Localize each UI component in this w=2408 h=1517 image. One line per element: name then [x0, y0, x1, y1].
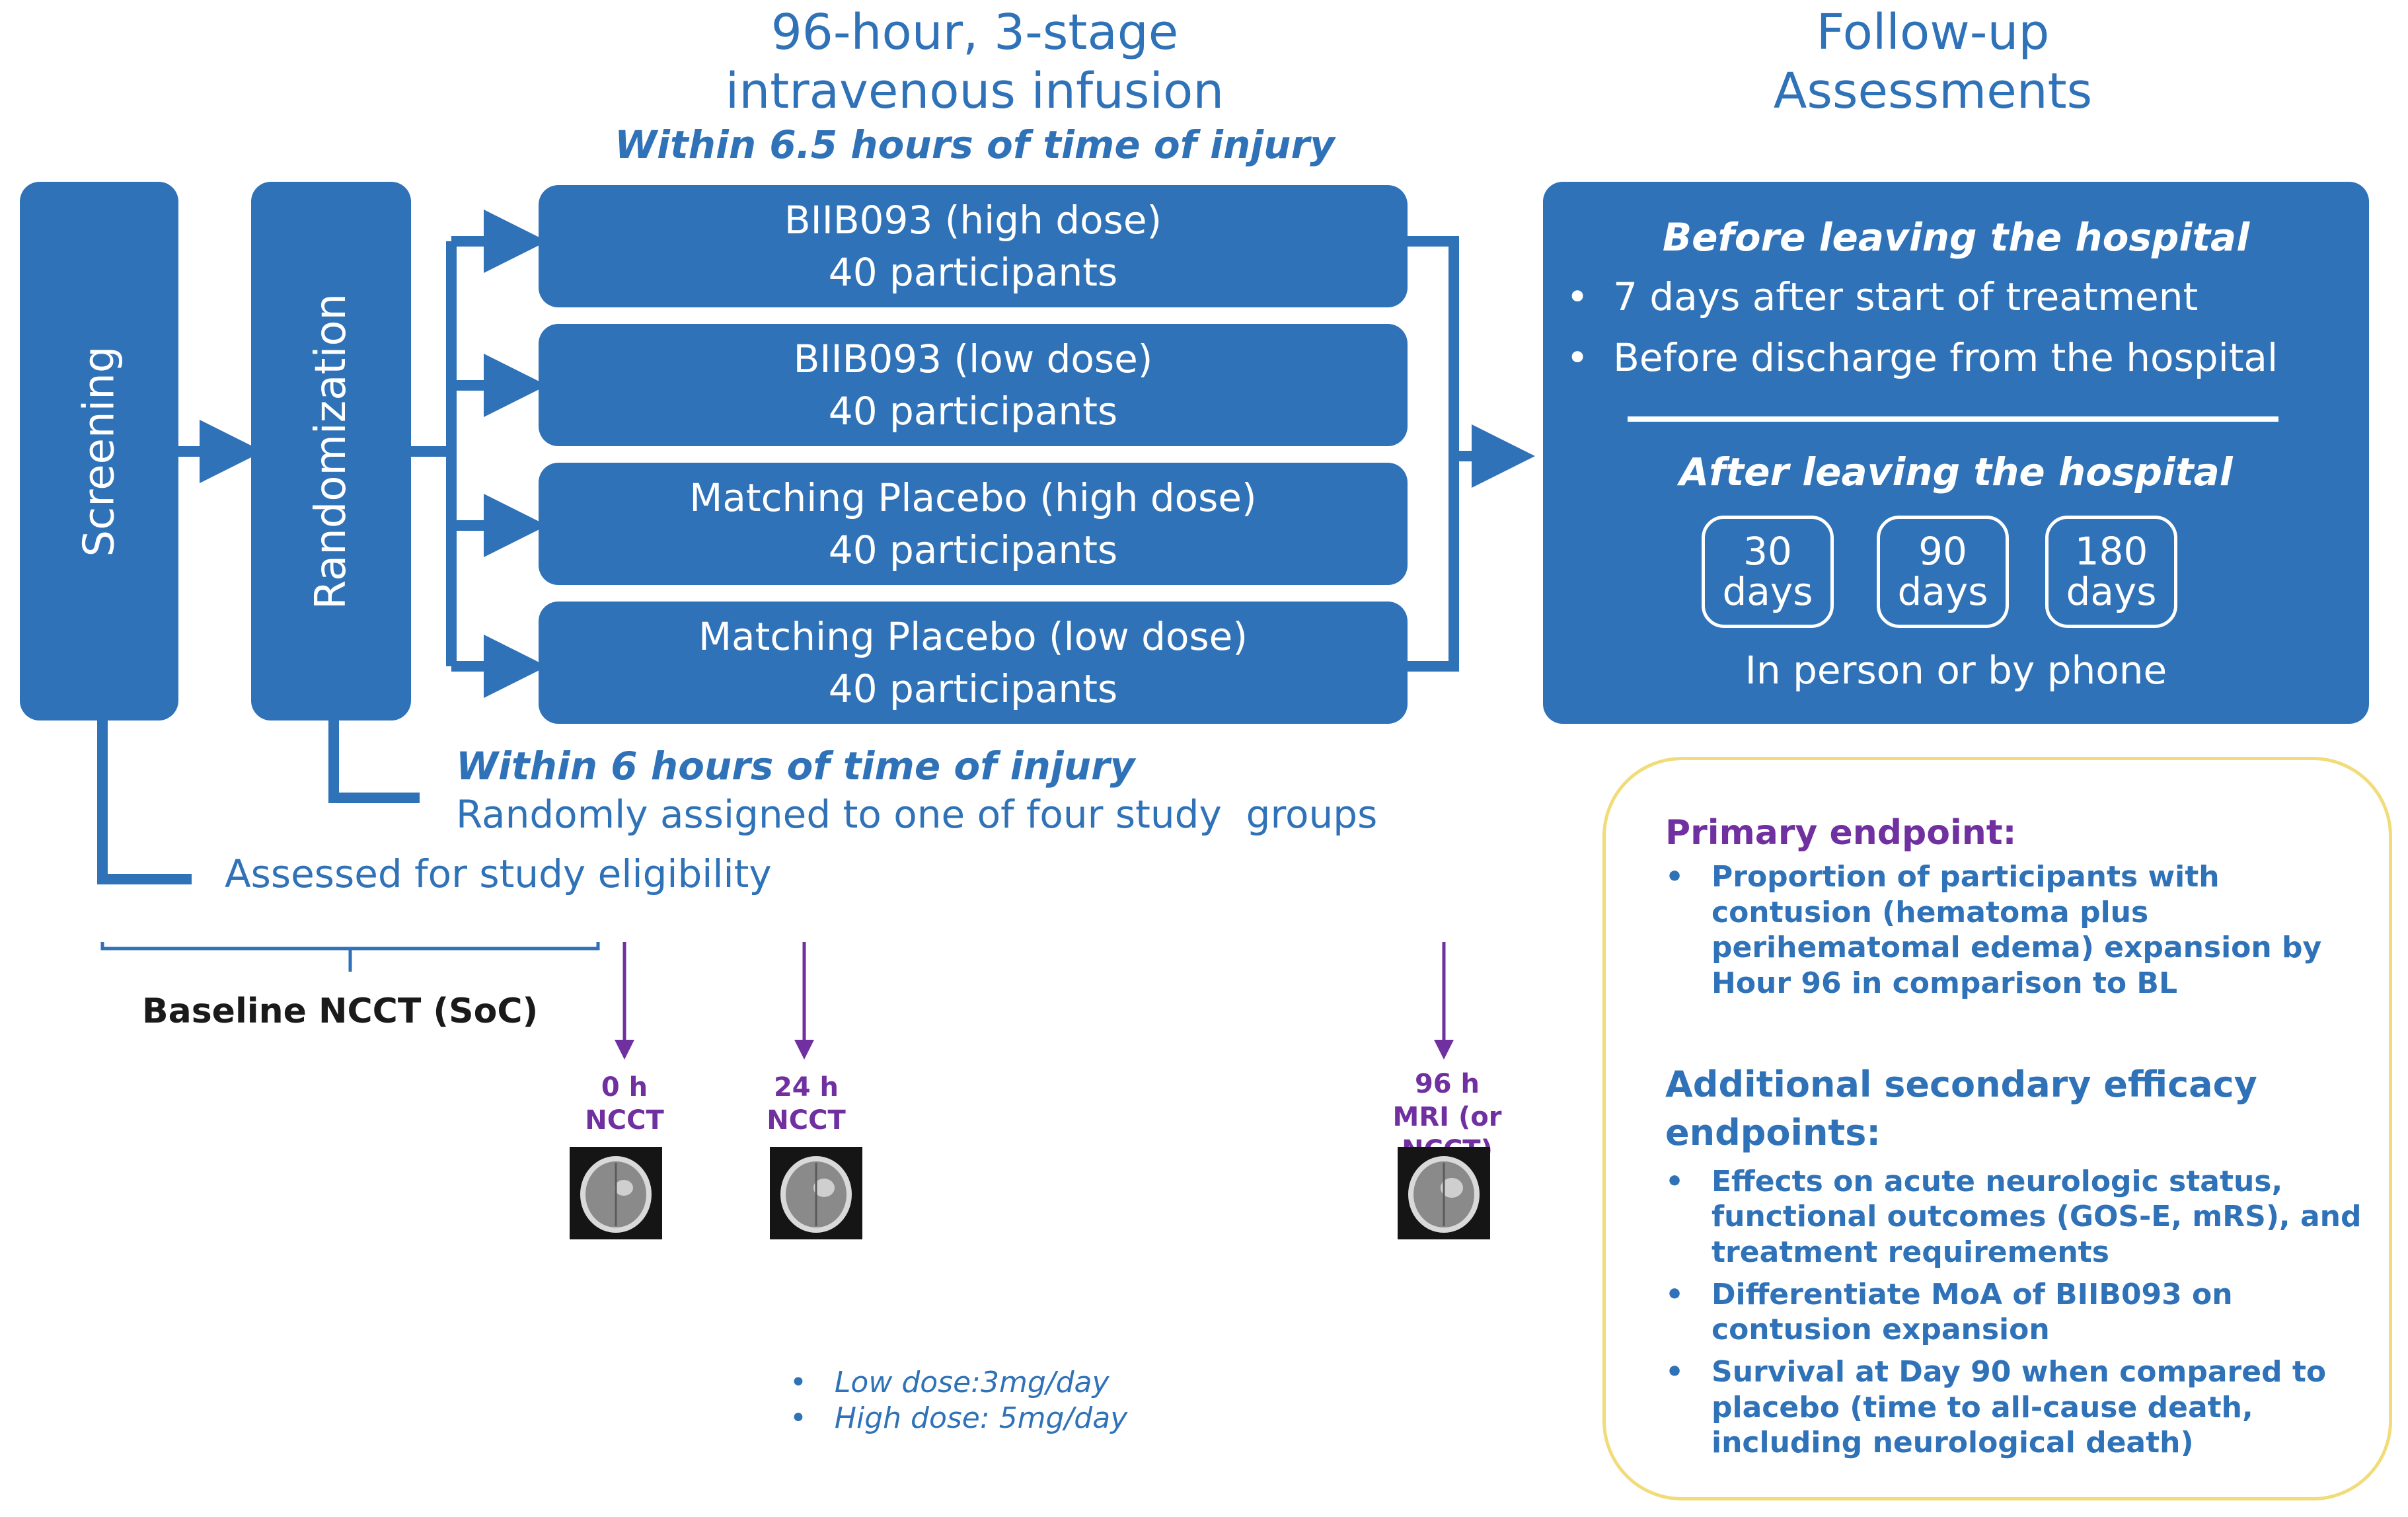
before-item: • Before discharge from the hospital	[1566, 335, 2278, 380]
screening-box: Screening	[20, 182, 178, 720]
arm-box-1: BIIB093 (high dose) 40 participants	[539, 185, 1408, 307]
arm-participants: 40 participants	[828, 527, 1118, 572]
primary-endpoint-item: Proportion of participants with contusio…	[1665, 859, 2359, 1001]
day-box-180: 180 days	[2045, 516, 2177, 628]
followup-title-line1: Follow-up	[1816, 4, 2050, 61]
brain-scan-96h	[1398, 1147, 1490, 1239]
screening-desc: Assessed for study eligibility	[225, 851, 772, 896]
arm-box-3: Matching Placebo (high dose) 40 particip…	[539, 463, 1408, 585]
dose-item: • High dose: 5mg/day	[790, 1401, 1128, 1435]
arm-name: BIIB093 (high dose)	[784, 198, 1162, 243]
bullet-icon: •	[790, 1366, 835, 1399]
baseline-label: Baseline NCCT (SoC)	[142, 992, 539, 1031]
arm-participants: 40 participants	[828, 666, 1118, 711]
timepoint-24h: 24 h NCCT	[767, 1072, 846, 1136]
before-hospital-title: Before leaving the hospital	[1662, 215, 2250, 260]
infusion-subtitle: Within 6.5 hours of time of injury	[615, 122, 1335, 167]
day-box-90: 90 days	[1877, 516, 2009, 628]
bullet-icon: •	[1566, 274, 1614, 319]
secondary-endpoint-item: Effects on acute neurologic status, func…	[1665, 1164, 2366, 1270]
arm-box-2: BIIB093 (low dose) 40 participants	[539, 324, 1408, 446]
randomization-desc: Randomly assigned to one of four study g…	[456, 792, 1378, 837]
endpoints-box: Primary endpoint: Proportion of particip…	[1602, 757, 2392, 1500]
merge-bracket	[1408, 236, 1459, 672]
followup-box: Before leaving the hospital • 7 days aft…	[1543, 182, 2369, 724]
randomization-connector	[328, 720, 420, 803]
dose-list: • Low dose:3mg/day • High dose: 5mg/day	[790, 1365, 1127, 1436]
timepoint-0h: 0 h NCCT	[585, 1072, 664, 1136]
screening-label: Screening	[75, 346, 124, 557]
randomization-label: Randomization	[307, 293, 356, 609]
infusion-title-line2: intravenous infusion	[725, 62, 1224, 120]
before-item: • 7 days after start of treatment	[1566, 274, 2199, 319]
secondary-endpoints-title: Additional secondary efficacy endpoints:	[1665, 1064, 2257, 1153]
dose-item: • Low dose:3mg/day	[790, 1366, 1110, 1399]
arm-name: BIIB093 (low dose)	[793, 336, 1153, 382]
randomization-box: Randomization	[251, 182, 411, 720]
section-divider	[1628, 416, 2278, 422]
bullet-icon: •	[1566, 335, 1614, 380]
contact-method: In person or by phone	[1745, 648, 2167, 693]
arm-name: Matching Placebo (low dose)	[698, 614, 1248, 660]
followup-header: Follow-up Assessments	[1685, 3, 2181, 121]
bullet-icon: •	[790, 1401, 835, 1435]
secondary-endpoint-item: Differentiate MoA of BIIB093 on contusio…	[1665, 1277, 2366, 1348]
primary-endpoint: Primary endpoint: Proportion of particip…	[1665, 813, 2359, 1001]
arm-participants: 40 participants	[828, 249, 1118, 295]
secondary-endpoint-item: Survival at Day 90 when compared to plac…	[1665, 1354, 2366, 1461]
secondary-endpoints: Additional secondary efficacy endpoints:…	[1665, 1061, 2366, 1461]
arm-name: Matching Placebo (high dose)	[689, 475, 1257, 521]
randomization-window: Within 6 hours of time of injury	[456, 744, 1135, 789]
arm-box-4: Matching Placebo (low dose) 40 participa…	[539, 602, 1408, 724]
brain-scan-0h	[570, 1147, 662, 1239]
baseline-brace	[100, 942, 600, 972]
after-hospital-title: After leaving the hospital	[1679, 449, 2233, 494]
infusion-title-line1: 96-hour, 3-stage	[771, 4, 1179, 61]
day-box-30: 30 days	[1702, 516, 1834, 628]
screening-connector	[97, 720, 192, 884]
arm-participants: 40 participants	[828, 388, 1118, 434]
infusion-header: 96-hour, 3-stage intravenous infusion	[661, 3, 1289, 121]
primary-endpoint-title: Primary endpoint:	[1665, 813, 2017, 853]
followup-title-line2: Assessments	[1773, 62, 2093, 120]
brain-scan-24h	[770, 1147, 862, 1239]
